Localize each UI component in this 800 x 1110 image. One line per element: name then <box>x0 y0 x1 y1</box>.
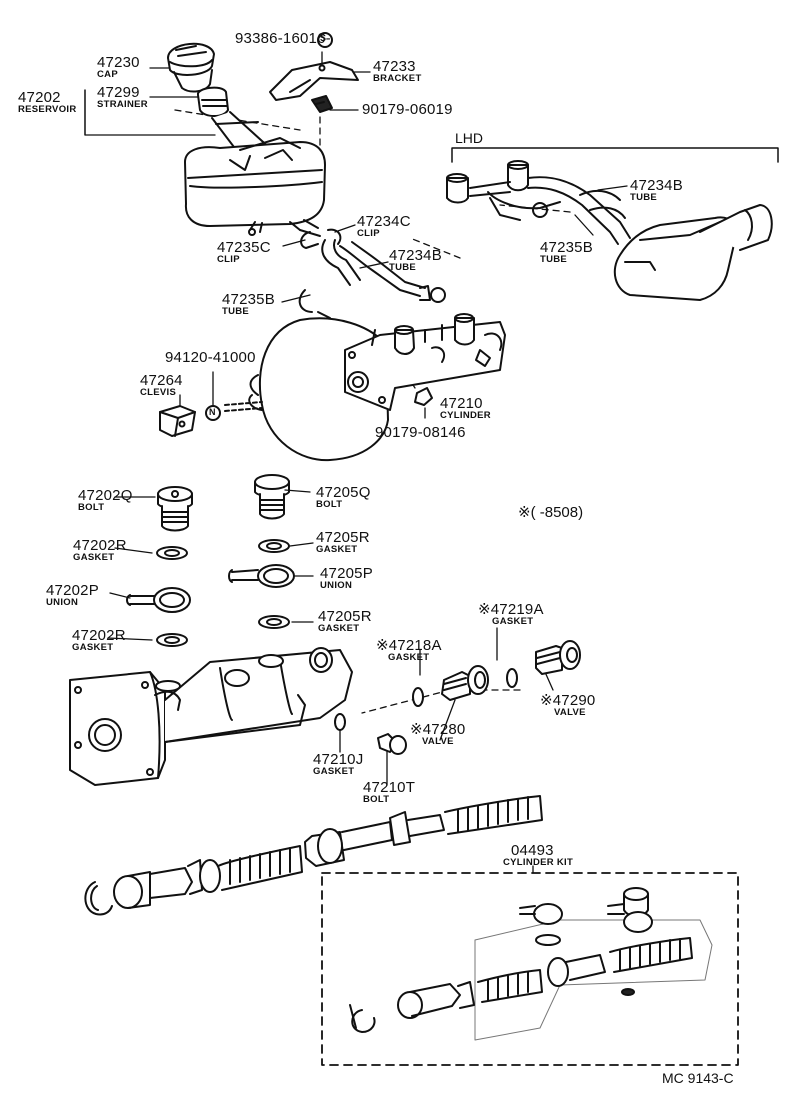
part-label-47205p: 47205P UNION <box>320 565 373 591</box>
part-label-47234b-lhd: 47234B TUBE <box>630 177 683 203</box>
part-label-47299: 47299 STRAINER <box>97 84 148 110</box>
part-label-47205q: 47205Q BOLT <box>316 484 371 510</box>
part-label-47264: 47264 CLEVIS <box>140 372 183 398</box>
tubes-rhd <box>298 228 446 335</box>
part-label-47210t: 47210T BOLT <box>363 779 416 805</box>
part-label-47234b: 47234B TUBE <box>389 247 442 273</box>
pistons <box>84 795 543 916</box>
part-label-90179-08146: 90179-08146 <box>375 424 466 441</box>
note-range: ※( -8508) <box>518 504 584 521</box>
part-label-47218a: ※47218A GASKET <box>376 637 442 663</box>
small-parts <box>334 640 581 755</box>
part-label-94120: 94120-41000 <box>165 349 256 366</box>
bracket <box>269 61 359 113</box>
part-label-47205r-2: 47205R GASKET <box>318 608 372 634</box>
diagram-code: MC 9143-C <box>662 1070 734 1086</box>
part-label-47235b-lhd: 47235B TUBE <box>540 239 593 265</box>
part-label-47235b: 47235B TUBE <box>222 291 275 317</box>
part-label-47202p: 47202P UNION <box>46 582 99 608</box>
part-label-90179-06019: 90179-06019 <box>362 101 453 118</box>
fittings <box>126 474 295 647</box>
part-label-47205r-1: 47205R GASKET <box>316 529 370 555</box>
s-symbol: S <box>320 33 327 43</box>
n-symbol-circle <box>205 405 221 421</box>
part-label-47202q: 47202Q BOLT <box>78 487 133 513</box>
part-label-93386: 93386-16016- <box>235 30 331 47</box>
part-label-47210j: 47210J GASKET <box>313 751 364 777</box>
lhd-label: LHD <box>455 130 484 146</box>
part-label-04493: 04493 CYLINDER KIT <box>503 842 574 868</box>
nut-shape <box>414 387 433 406</box>
part-label-47235c: 47235C CLIP <box>217 239 271 265</box>
part-label-47230: 47230 CAP <box>97 54 140 80</box>
s-symbol-circle <box>317 32 333 48</box>
part-label-47219a: ※47219A GASKET <box>478 601 544 627</box>
part-label-47210: 47210 CYLINDER <box>440 395 491 421</box>
part-label-47280: ※47280 VALVE <box>410 721 466 747</box>
part-label-47202: 47202 RESERVOIR <box>18 89 77 115</box>
part-label-47202r-2: 47202R GASKET <box>72 627 126 653</box>
part-label-47234c: 47234C CLIP <box>357 213 411 239</box>
n-symbol: N <box>209 407 216 417</box>
part-label-47290: ※47290 VALVE <box>540 692 596 718</box>
master-cylinder <box>69 647 353 786</box>
part-label-47233: 47233 BRACKET <box>373 58 422 84</box>
clevis <box>159 405 196 437</box>
reservoir-assembly <box>167 42 326 236</box>
part-label-47202r-1: 47202R GASKET <box>73 537 127 563</box>
cylinder-kit-box <box>321 872 739 1066</box>
brake-booster <box>224 313 506 462</box>
leader-lines <box>84 51 628 874</box>
lhd-block <box>446 147 779 301</box>
